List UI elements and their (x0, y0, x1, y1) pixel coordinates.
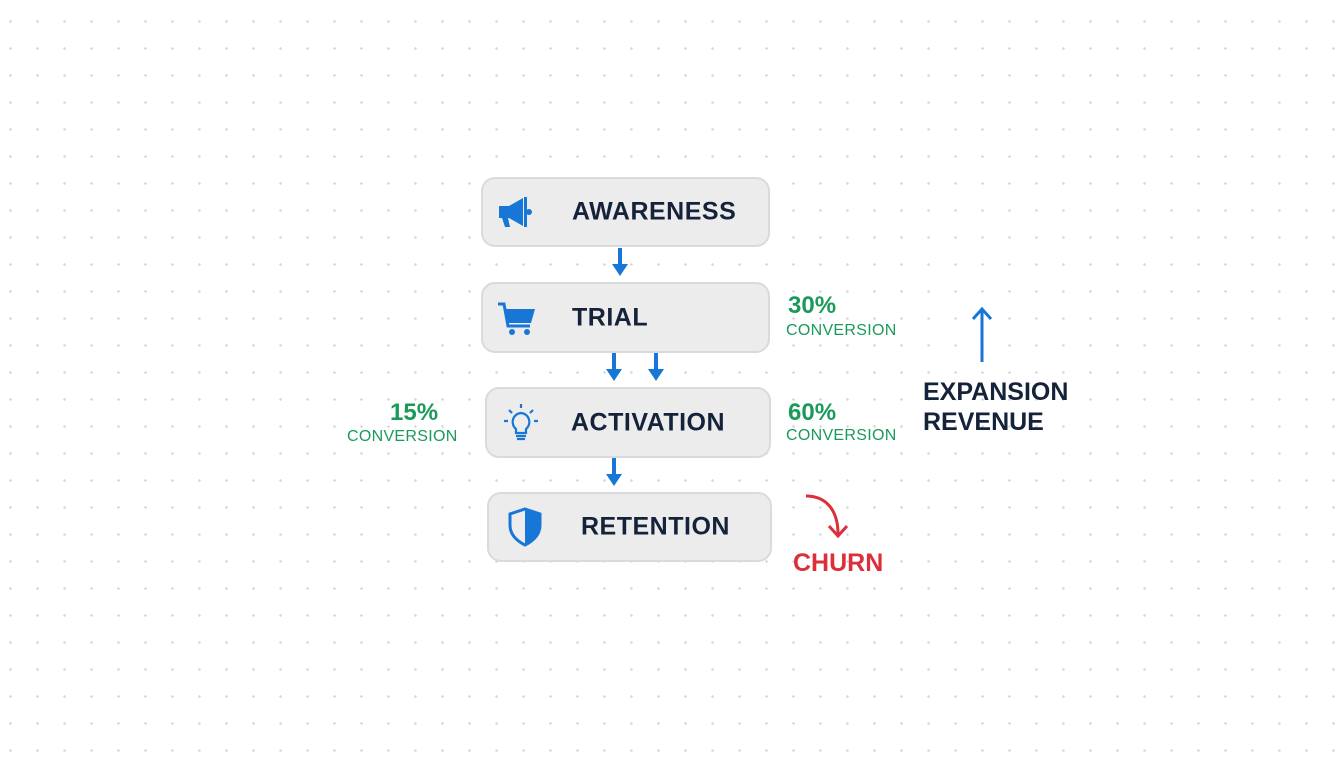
trial-conversion-label: CONVERSION (786, 322, 897, 339)
churn-label: CHURN (793, 549, 884, 577)
trial-conversion-percent: 30% (788, 292, 837, 319)
stage-retention: RETENTION (487, 492, 772, 562)
expansion-revenue-label: EXPANSION REVENUE (923, 377, 1068, 437)
revenue-line: REVENUE (923, 408, 1044, 436)
activation-right-label: CONVERSION (786, 427, 897, 444)
activation-left-percent: 15% (390, 399, 439, 426)
stage-label: TRIAL (572, 303, 649, 331)
stage-trial: TRIAL (481, 282, 770, 353)
stage-label: RETENTION (581, 512, 730, 541)
megaphone-icon (499, 197, 532, 227)
expansion-line: EXPANSION (923, 378, 1069, 406)
stage-activation: ACTIVATION (485, 387, 771, 458)
stage-awareness: AWARENESS (481, 177, 770, 247)
arrow-down-icon (606, 248, 664, 486)
lightbulb-icon (504, 403, 538, 440)
stage-label: ACTIVATION (571, 408, 726, 436)
arrow-up-icon (971, 306, 993, 362)
shopping-cart-icon (498, 302, 535, 335)
activation-right-percent: 60% (788, 399, 837, 426)
activation-left-label: CONVERSION (347, 428, 458, 445)
shield-icon (508, 507, 542, 547)
stage-label: AWARENESS (572, 197, 737, 226)
churn-arrow-icon (805, 494, 849, 539)
